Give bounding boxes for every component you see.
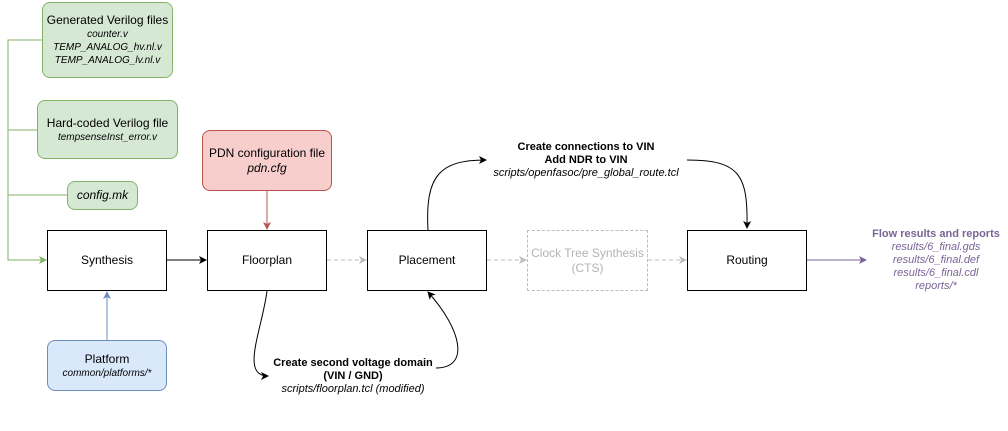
annotation-line: Create second voltage domain: [273, 357, 433, 369]
floorplan-mod-annotation: Create second voltage domain (VIN / GND)…: [258, 357, 448, 396]
floorplan-label: Floorplan: [241, 253, 293, 267]
results-file: reports/*: [915, 280, 957, 292]
cts-stage: Clock Tree Synthesis (CTS): [527, 230, 648, 291]
annotation-line: Create connections to VIN: [517, 141, 655, 153]
annotation-script: scripts/floorplan.tcl (modified): [281, 383, 425, 395]
floorplan-stage: Floorplan: [207, 230, 327, 291]
synthesis-stage: Synthesis: [47, 230, 167, 291]
results-file: results/6_final.def: [892, 254, 980, 266]
flow-results: Flow results and reports results/6_final…: [864, 228, 1008, 293]
config-mk-label: config.mk: [76, 188, 129, 202]
input-bus-line: [7, 39, 47, 264]
generated-verilog-file: TEMP_ANALOG_hv.nl.v: [53, 42, 162, 53]
annotation-script: scripts/openfasoc/pre_global_route.tcl: [493, 167, 679, 179]
annotation-to-placement-curve: [427, 291, 459, 369]
pdn-config-file: pdn.cfg: [247, 160, 287, 175]
placement-stage: Placement: [367, 230, 487, 291]
generated-verilog-box: Generated Verilog files counter.v TEMP_A…: [42, 2, 173, 78]
generated-verilog-file: counter.v: [87, 29, 128, 40]
routing-stage: Routing: [687, 230, 807, 291]
results-file: results/6_final.gds: [891, 241, 981, 253]
routing-label: Routing: [726, 253, 768, 267]
hardcoded-verilog-title: Hard-coded Verilog file: [46, 115, 169, 130]
generated-verilog-title: Generated Verilog files: [46, 13, 169, 27]
pdn-config-title: PDN configuration file: [208, 145, 326, 160]
hardcoded-verilog-file: tempsenseInst_error.v: [57, 131, 158, 143]
pre-global-route-annotation: Create connections to VIN Add NDR to VIN…: [476, 141, 696, 180]
annotation-line: Add NDR to VIN: [544, 154, 628, 166]
synthesis-label: Synthesis: [80, 253, 134, 267]
annotation-line: (VIN / GND): [323, 370, 383, 382]
platform-path: common/platforms/*: [62, 367, 152, 379]
config-mk-box: config.mk: [67, 181, 138, 210]
placement-label: Placement: [398, 253, 456, 267]
annotation-to-routing-curve: [686, 159, 752, 229]
pdn-config-box: PDN configuration file pdn.cfg: [202, 130, 332, 191]
cts-label-line1: Clock Tree Synthesis: [531, 245, 644, 260]
results-file: results/6_final.cdl: [893, 267, 979, 279]
platform-title: Platform: [84, 351, 130, 366]
floorplan-to-annotation-curve: [253, 290, 269, 380]
placement-to-annotation-curve: [427, 156, 487, 231]
generated-verilog-file: TEMP_ANALOG_lv.nl.v: [54, 55, 161, 66]
platform-box: Platform common/platforms/*: [47, 340, 167, 391]
cts-label-line2: (CTS): [571, 260, 604, 275]
results-title: Flow results and reports: [872, 228, 1000, 240]
hardcoded-verilog-box: Hard-coded Verilog file tempsenseInst_er…: [37, 100, 178, 159]
